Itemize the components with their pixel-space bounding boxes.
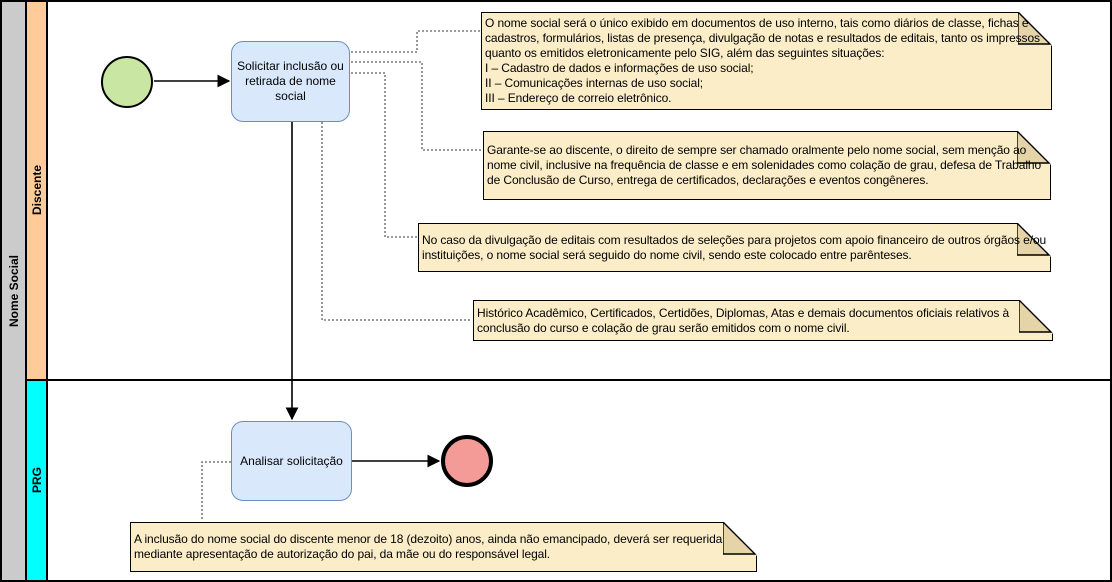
lane-label-discente: Discente [29, 165, 44, 216]
annotation-text: Histórico Acadêmico, Certificados, Certi… [477, 305, 1010, 335]
start-event-circle[interactable] [101, 56, 153, 108]
association-note-5[interactable] [201, 461, 231, 521]
association-note-1[interactable] [351, 30, 480, 53]
lane-header-discente[interactable]: Discente [27, 2, 48, 379]
association-note-4[interactable] [321, 122, 472, 321]
annotation-text: A inclusão do nome social do discente me… [134, 532, 723, 561]
annotation-note[interactable]: A inclusão do nome social do discente me… [130, 522, 757, 572]
lane-header-prg[interactable]: PRG [27, 381, 48, 580]
annotation-text: Garante-se ao discente, o direito de sem… [487, 143, 1042, 187]
lane-divider [27, 379, 1110, 381]
task-label: Analisar solicitação [240, 453, 343, 468]
annotation-note[interactable]: Garante-se ao discente, o direito de sem… [483, 131, 1051, 200]
annotation-note[interactable]: Histórico Acadêmico, Certificados, Certi… [473, 300, 1053, 341]
association-note-2[interactable] [351, 61, 482, 151]
annotation-note[interactable]: O nome social será o único exibido em do… [481, 12, 1052, 110]
folded-corner-icon [1017, 223, 1051, 257]
folded-corner-icon [1017, 131, 1051, 165]
task-solicitar-inclusao[interactable]: Solicitar inclusão ou retirada de nome s… [231, 41, 350, 122]
annotation-text: O nome social será o único exibido em do… [485, 16, 1040, 105]
annotation-text: No caso da divulgação de editais com res… [422, 232, 1047, 262]
lane-label-prg: PRG [29, 467, 44, 494]
end-event-circle[interactable] [441, 435, 493, 487]
task-label: Solicitar inclusão ou retirada de nome s… [237, 59, 344, 103]
pool-label: Nome Social [6, 254, 21, 328]
pool-header-nome-social[interactable]: Nome Social [2, 2, 27, 580]
association-note-3[interactable] [351, 72, 417, 238]
folded-corner-icon [723, 522, 757, 556]
folded-corner-icon [1019, 300, 1053, 334]
folded-corner-icon [1018, 12, 1052, 46]
task-analisar-solicitacao[interactable]: Analisar solicitação [231, 421, 352, 501]
annotation-note[interactable]: No caso da divulgação de editais com res… [418, 223, 1051, 272]
